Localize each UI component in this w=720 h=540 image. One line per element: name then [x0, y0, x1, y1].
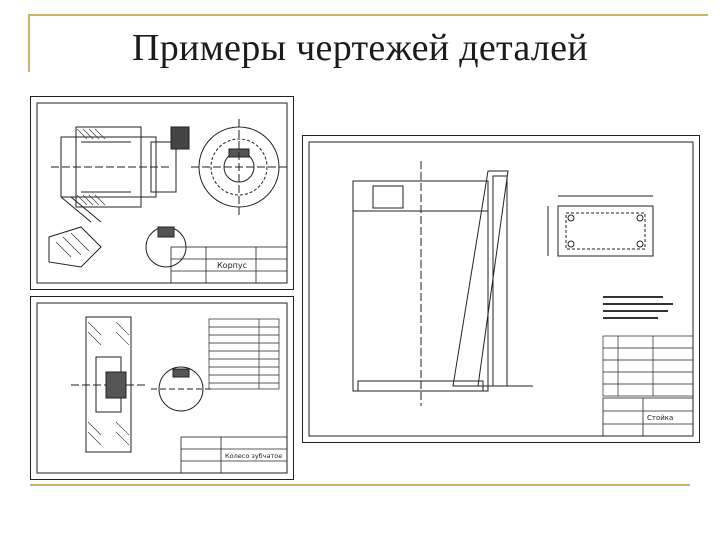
bracket-side-view [452, 170, 533, 387]
gear-section-view [71, 316, 146, 453]
bracket-plan-view [547, 195, 654, 257]
bracket-bom-table [602, 335, 694, 397]
housing-detail-view [48, 226, 187, 268]
bracket-notes [603, 296, 673, 319]
slide-title: Примеры чертежей деталей [132, 27, 588, 69]
frame-vertical-rule [28, 14, 30, 72]
housing-section-view [51, 126, 190, 223]
gear-param-table [208, 318, 280, 390]
drawing-gear: Колесо зубчатое [30, 296, 294, 480]
gear-title-block [180, 436, 288, 474]
bracket-title-text: Стойка [647, 414, 673, 422]
gear-drawing-svg: Колесо зубчатое [36, 302, 288, 474]
bracket-drawing-svg: Стойка [308, 141, 694, 437]
drawing-housing: Корпус [30, 96, 294, 290]
gear-title-text: Колесо зубчатое [225, 452, 282, 460]
frame-bottom-rule [30, 484, 690, 486]
frame-top-rule [28, 14, 708, 16]
drawing-bracket: Стойка [302, 135, 700, 443]
housing-title-text: Корпус [217, 261, 247, 270]
housing-flange-view [191, 119, 287, 215]
housing-drawing-svg: Корпус [36, 102, 288, 284]
gear-hub-view [151, 366, 211, 412]
housing-title-block [170, 246, 288, 284]
bracket-title-block [602, 397, 694, 437]
